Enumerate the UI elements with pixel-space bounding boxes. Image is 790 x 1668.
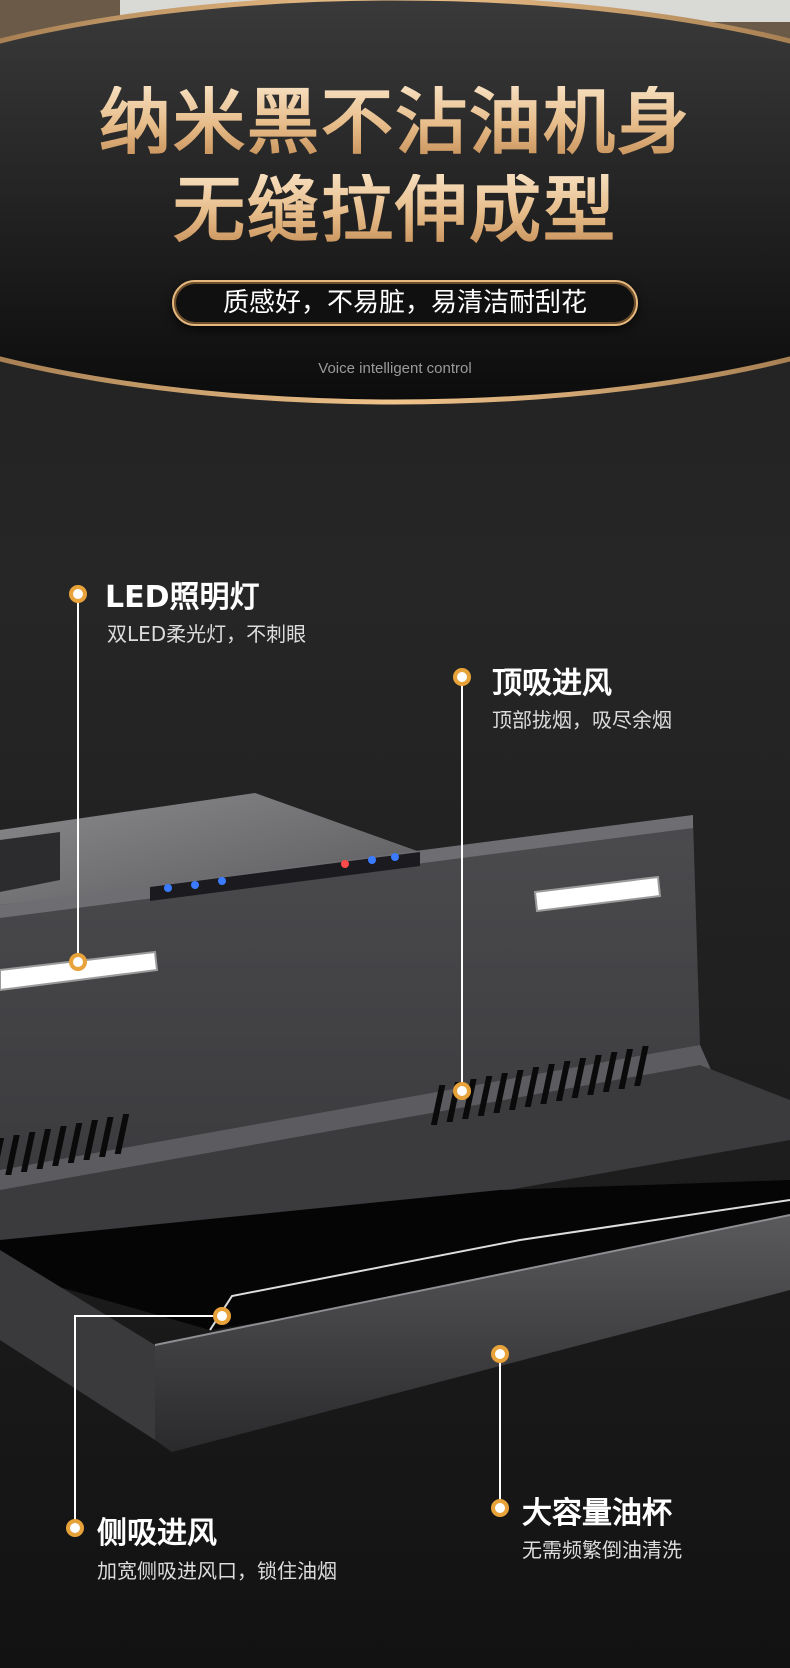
tagline: Voice intelligent control: [318, 360, 472, 377]
oil-cup-marker-dot: [491, 1345, 509, 1363]
led-marker-dot: [69, 953, 87, 971]
led-desc: 双LED柔光灯，不刺眼: [107, 622, 307, 646]
side-intake-marker-dot: [213, 1307, 231, 1325]
headline-line-1: 纳米黑不沾油机身: [0, 86, 790, 158]
oil-cup-title: 大容量油杯: [522, 1496, 672, 1531]
top-intake-desc: 顶部拢烟，吸尽余烟: [492, 708, 672, 732]
top-intake-marker-dot: [453, 1082, 471, 1100]
led-title: LED照明灯: [105, 580, 260, 615]
headline-line-2: 无缝拉伸成型: [0, 174, 790, 246]
top-intake-title: 顶吸进风: [492, 666, 612, 701]
feature-badge: 质感好，不易脏，易清洁耐刮花: [172, 280, 638, 326]
side-intake-callout-dot: [66, 1519, 84, 1537]
oil-cup-callout-dot: [491, 1499, 509, 1517]
top-intake-callout-dot: [453, 668, 471, 686]
led-callout-dot: [69, 585, 87, 603]
side-intake-title: 侧吸进风: [97, 1516, 217, 1551]
side-intake-desc: 加宽侧吸进风口，锁住油烟: [97, 1559, 337, 1583]
oil-cup-desc: 无需频繁倒油清洗: [522, 1538, 682, 1562]
